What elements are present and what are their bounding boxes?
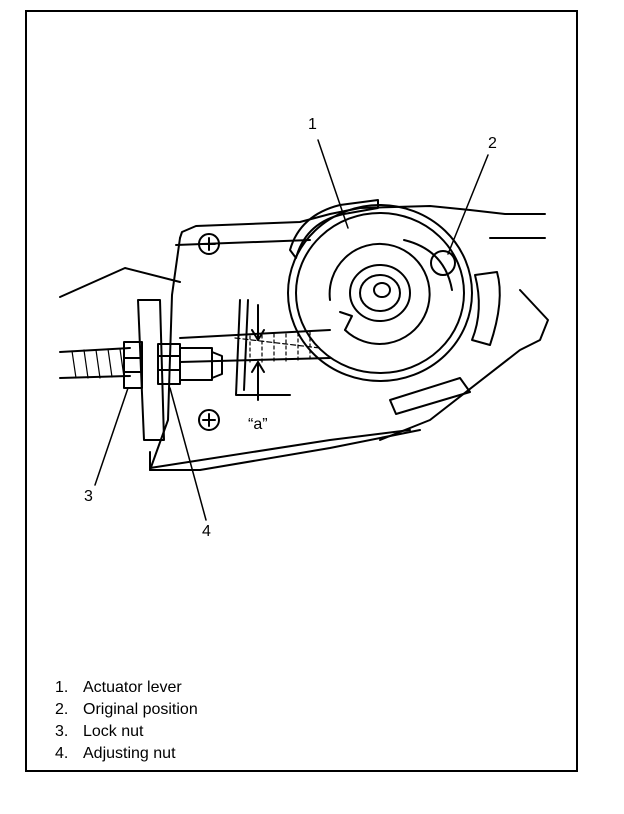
leader-lines [94,139,489,521]
dimension-a-indicator [251,304,265,401]
legend-item: 3. Lock nut [55,721,198,743]
legend-number: 3. [55,723,69,740]
legend-label: Adjusting nut [83,745,176,762]
legend-item: 4. Adjusting nut [55,743,198,765]
callout-2: 2 [488,135,497,152]
dimension-a-label: “a” [248,416,268,433]
leader-line-3 [94,387,129,486]
legend-label: Actuator lever [83,679,182,696]
legend-number: 4. [55,745,69,762]
legend-label: Original position [83,701,198,718]
lock-nut [123,341,143,389]
leader-line-1 [317,139,349,229]
mounting-screw-lower [198,409,220,431]
legend-number: 2. [55,701,69,718]
actuator-lever [287,199,501,415]
callout-1: 1 [308,116,317,133]
parts-legend: 1. Actuator lever 2. Original position 3. L… [55,677,198,765]
legend-item: 2. Original position [55,699,198,721]
threaded-rod [59,347,131,379]
adjusting-nut [157,343,223,385]
callout-4: 4 [202,523,211,540]
callout-3: 3 [84,488,93,505]
legend-number: 1. [55,679,69,696]
bracket-housing [59,205,549,471]
leader-line-2 [447,154,489,255]
mounting-plate [137,299,165,441]
leader-line-4 [169,387,207,521]
legend-item: 1. Actuator lever [55,677,198,699]
original-position-marker [430,250,456,276]
mounting-screw-upper [198,233,220,255]
legend-label: Lock nut [83,723,144,740]
figure-frame [25,10,578,772]
